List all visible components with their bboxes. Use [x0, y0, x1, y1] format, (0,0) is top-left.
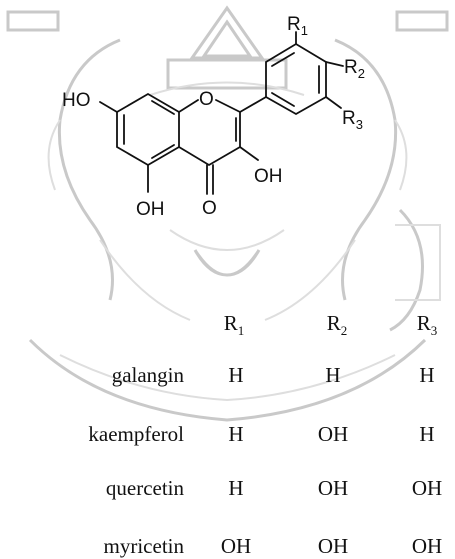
- table-row-name: kaempferol: [88, 422, 184, 446]
- atom-r3: R3: [342, 108, 363, 132]
- atom-r1: R1: [287, 14, 308, 38]
- atom-r2: R2: [344, 57, 365, 81]
- atom-o-ring: O: [199, 89, 214, 110]
- molecule-atoms: HO O R1 R2 R3 OH OH O: [62, 14, 365, 220]
- table-cell: H: [228, 363, 243, 387]
- table-cell: H: [419, 422, 434, 446]
- table-header-r3: R3: [417, 311, 438, 338]
- atom-o-4: O: [202, 198, 217, 219]
- table-cell: H: [228, 422, 243, 446]
- atom-oh-3: OH: [254, 166, 283, 187]
- table-header-r1: R1: [224, 311, 245, 338]
- table-cell: OH: [412, 476, 442, 500]
- table-row-name: myricetin: [104, 534, 185, 558]
- table-cell: H: [325, 363, 340, 387]
- table-cell: OH: [318, 476, 348, 500]
- table-row-name: galangin: [112, 363, 185, 387]
- table-cell: OH: [318, 422, 348, 446]
- table-cell: OH: [412, 534, 442, 558]
- table-header-r2: R2: [327, 311, 348, 338]
- molecule-bonds: [99, 31, 344, 195]
- table-cell: H: [419, 363, 434, 387]
- table-cell: H: [228, 476, 243, 500]
- watermark-seal: [6, 5, 449, 422]
- table-cell: OH: [221, 534, 251, 558]
- table-cell: OH: [318, 534, 348, 558]
- atom-ho-7: HO: [62, 90, 91, 111]
- ring-a: [116, 92, 180, 167]
- ring-b: [265, 42, 327, 116]
- substituent-table: R1 R2 R3 galangin H H H kaempferol H OH …: [88, 311, 442, 558]
- atom-oh-5: OH: [136, 199, 165, 220]
- table-row-name: quercetin: [106, 476, 185, 500]
